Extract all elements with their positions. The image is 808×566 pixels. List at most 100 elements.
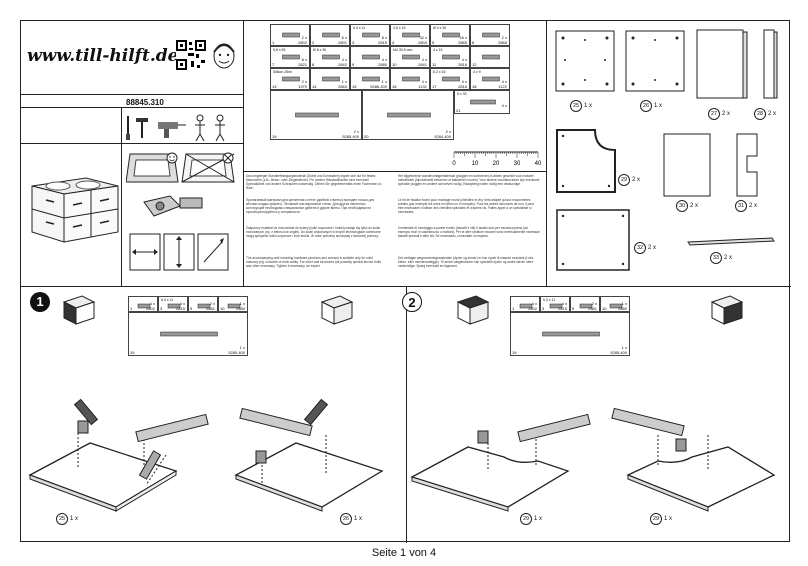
hardware-code: 2841	[418, 62, 427, 67]
divider	[121, 107, 122, 286]
hardware-code: 5286.400	[370, 84, 387, 89]
step-1-assembly-drawing	[28, 398, 384, 512]
step-1-orientation-icon-right	[320, 295, 354, 325]
hardware-count: 4 x	[421, 57, 427, 62]
screw-icon	[362, 32, 380, 38]
step-1-badge: 1	[30, 292, 50, 312]
step-1-orientation-icon	[62, 295, 96, 325]
hardware-count: 2 x	[501, 35, 507, 40]
hardware-code: 2815	[176, 306, 185, 311]
hardware-count: 6 x	[341, 35, 347, 40]
hardware-count: 4 x	[561, 301, 567, 306]
panel-31	[736, 133, 758, 197]
hardware-spec: Ø 4 x 30	[433, 26, 447, 30]
ruler-label: 10	[472, 161, 479, 167]
screw-icon	[442, 32, 460, 38]
hardware-spec: 5,8 x 55	[273, 48, 286, 52]
instruction-sheet	[20, 20, 791, 543]
hardware-code: 2881	[206, 306, 215, 311]
hardware-count: 1 x	[341, 79, 347, 84]
basin-template-icon	[126, 153, 235, 183]
screw-icon	[322, 32, 340, 38]
qr-code-icon	[176, 40, 206, 70]
hardware-number: 15	[352, 84, 357, 89]
panel-32	[556, 209, 630, 271]
hardware-spec: 4 x 22	[433, 48, 443, 52]
hardware-number: 7	[272, 62, 275, 67]
hardware-spec: 6,3 x 11	[161, 298, 174, 302]
hardware-count: 8 x	[301, 57, 307, 62]
screw-icon	[519, 303, 533, 309]
hardware-code: 2821	[298, 62, 307, 67]
hardware-spec: 6,3 x 16	[433, 70, 446, 74]
screw-icon	[470, 99, 496, 105]
hardware-code: 2816	[458, 62, 467, 67]
brand-logo: www.till-hilft.de	[27, 46, 179, 66]
hardware-count: 4 x	[501, 79, 507, 84]
panel-30	[663, 133, 711, 197]
hardware-code: 1131	[418, 84, 427, 89]
screw-icon	[442, 54, 460, 60]
hinge-adjust-illustration	[129, 195, 229, 271]
hardware-number: 12	[472, 62, 477, 67]
hardware-number: 8	[312, 62, 315, 67]
hardware-spec: 3,5 x 15	[393, 26, 406, 30]
hardware-count: 4 x	[421, 79, 427, 84]
ruler-label: 30	[514, 161, 521, 167]
mascot-face-icon	[213, 43, 235, 69]
hardware-spec: Ø 8 x 30	[313, 48, 327, 52]
screw-icon	[282, 54, 300, 60]
screw-icon	[322, 76, 340, 82]
hardware-count: 2 x	[591, 301, 597, 306]
hardware-number: 19	[130, 350, 135, 355]
cabinet-illustration	[31, 177, 119, 243]
screw-icon	[482, 32, 500, 38]
screw-icon	[442, 76, 460, 82]
smiley-ok-icon	[166, 152, 178, 164]
hardware-spec: Silikon 25ml	[273, 70, 292, 74]
hardware-number: 11	[432, 62, 437, 67]
hardware-count: 8 x	[381, 35, 387, 40]
step-2-assembly-drawing	[410, 407, 776, 512]
hardware-code: 5285.400	[610, 350, 627, 355]
screw-icon	[160, 331, 218, 337]
hardware-number: 9	[572, 306, 575, 311]
divider	[243, 171, 546, 172]
hardware-code: 2880	[618, 306, 627, 311]
hardware-code: 5284.400	[434, 134, 451, 139]
notice-de: Das beigelegte Standbefestigungsmaterial…	[246, 174, 382, 190]
hardware-code: 2816	[458, 84, 467, 89]
notice-da: Det vedlagte vægmonteringsmateriale (dyv…	[398, 256, 535, 268]
hardware-number: 2	[312, 40, 315, 45]
step-2-orientation-icon-right	[710, 295, 744, 325]
hardware-code: 5285.400	[342, 134, 359, 139]
notice-en: The accompanying wall mounting hardware …	[246, 256, 381, 268]
divider	[21, 107, 243, 108]
hardware-code: 5285.400	[228, 350, 245, 355]
panel-27	[696, 29, 748, 99]
hardware-number: 19	[512, 350, 517, 355]
hardware-spec: 4 x 9	[473, 70, 481, 74]
hardware-number: 20	[364, 134, 369, 139]
divider	[243, 21, 244, 286]
